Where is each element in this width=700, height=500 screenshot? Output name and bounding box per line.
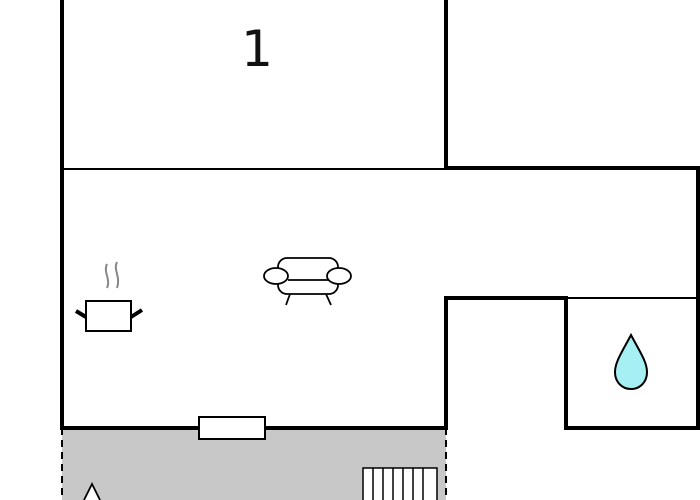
sofa-icon bbox=[263, 257, 352, 306]
window-icon bbox=[198, 416, 266, 440]
walls bbox=[60, 0, 700, 430]
pot-handle-left bbox=[74, 309, 88, 319]
upper-right-wall bbox=[444, 0, 700, 428]
sofa-leg-left bbox=[285, 293, 291, 306]
sofa-armrest-right bbox=[326, 267, 352, 285]
staircase-treads bbox=[372, 468, 424, 500]
pot-body bbox=[85, 300, 132, 332]
sofa-leg-right bbox=[325, 293, 332, 306]
tent-icon bbox=[83, 481, 101, 500]
water-drop-icon bbox=[613, 332, 649, 391]
steam-line-left bbox=[104, 263, 110, 289]
staircase-outline bbox=[362, 467, 438, 500]
room-1-label: 1 bbox=[241, 20, 273, 78]
outer-wall bbox=[60, 0, 700, 430]
pot-handle-right bbox=[129, 308, 144, 319]
cooking-pot-icon bbox=[74, 261, 144, 332]
steam-line-right bbox=[114, 261, 120, 289]
sofa-armrest-left bbox=[263, 267, 289, 285]
staircase-icon bbox=[362, 467, 438, 500]
